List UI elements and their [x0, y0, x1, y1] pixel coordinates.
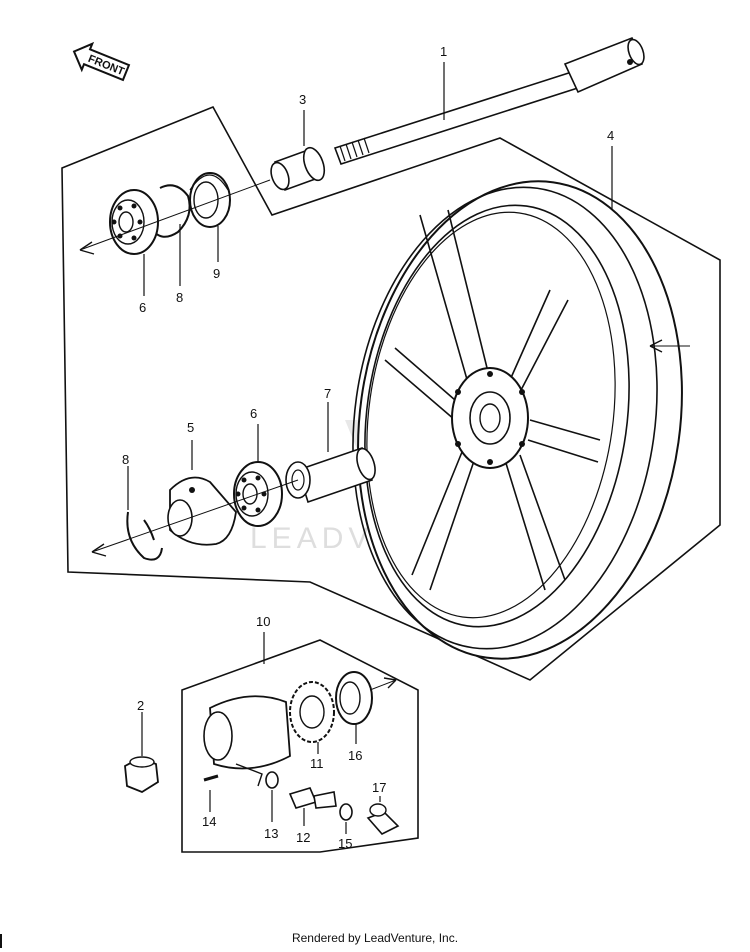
front-arrow-icon: FRONT	[72, 41, 131, 82]
leader-lines	[127, 62, 613, 834]
part-9-seal	[189, 172, 231, 228]
part-2-nut	[124, 756, 159, 794]
callout-4: 4	[607, 128, 614, 143]
part-4-wheel	[352, 180, 683, 660]
part-3-collar	[270, 146, 326, 192]
callout-12: 12	[296, 830, 310, 845]
upper-axis-line	[79, 179, 271, 251]
part-5-retainer	[167, 476, 237, 546]
part-8-circlip-upper	[149, 184, 191, 238]
callout-14: 14	[202, 814, 216, 829]
callout-16: 16	[348, 748, 362, 763]
part-7-spacer	[285, 446, 376, 504]
part-13-washer	[265, 771, 279, 789]
callout-15: 15	[338, 836, 352, 851]
footer-credit: Rendered by LeadVenture, Inc.	[291, 931, 459, 945]
right-direction-arrow-icon	[649, 339, 663, 353]
part-14-pin	[203, 774, 219, 782]
part-10-gear-housing	[203, 695, 291, 787]
callout-6-upper: 6	[139, 300, 146, 315]
callout-labels: 1 2 3 4 5 6 6 7 8 8 9 10 11 12 13 14 15 …	[122, 44, 614, 851]
callout-8-lower: 8	[122, 452, 129, 467]
callout-1: 1	[440, 44, 447, 59]
callout-6-lower: 6	[250, 406, 257, 421]
gear-axis-line	[369, 679, 397, 691]
part-8-circlip-lower	[126, 511, 163, 561]
part-16-seal	[335, 671, 373, 725]
callout-8-upper: 8	[176, 290, 183, 305]
part-12-pinion	[288, 787, 337, 809]
part-1-axle	[333, 36, 645, 165]
part-15-washer	[339, 803, 353, 821]
callout-5: 5	[187, 420, 194, 435]
gear-direction-arrow-icon	[383, 677, 397, 689]
assembly-outline	[61, 105, 721, 681]
part-6-bearing-upper	[109, 189, 159, 255]
callout-2: 2	[137, 698, 144, 713]
speedometer-gear-box	[181, 639, 419, 853]
lower-axis-line	[91, 479, 299, 553]
upper-direction-arrow-icon	[79, 241, 95, 255]
callout-3: 3	[299, 92, 306, 107]
edge-mark	[0, 934, 2, 948]
callout-11: 11	[310, 756, 324, 771]
part-11-drive-gear	[289, 681, 335, 743]
callout-9: 9	[213, 266, 220, 281]
callout-13: 13	[264, 826, 278, 841]
part-17-bushing	[366, 803, 400, 835]
callout-10: 10	[256, 614, 270, 629]
lower-direction-arrow-icon	[91, 543, 107, 557]
callout-17: 17	[372, 780, 386, 795]
callout-7: 7	[324, 386, 331, 401]
